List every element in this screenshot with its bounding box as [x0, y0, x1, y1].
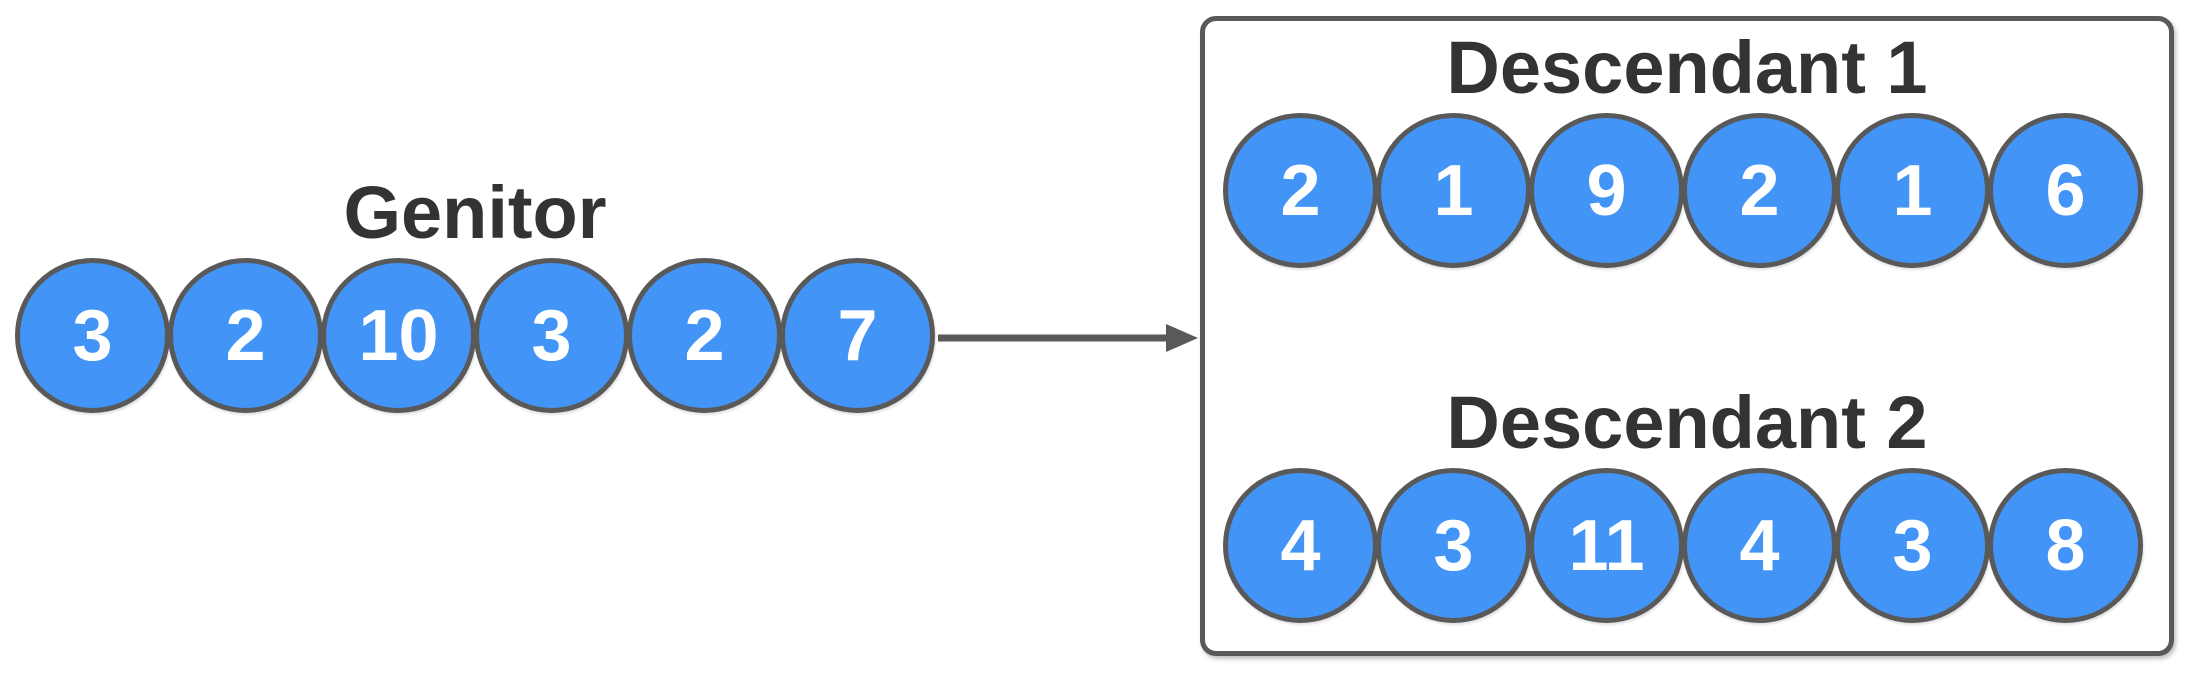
gene-circle: 2 — [168, 258, 323, 413]
gene-circle: 6 — [1988, 113, 2143, 268]
gene-value: 3 — [1433, 505, 1474, 586]
gene-value: 8 — [2045, 505, 2086, 586]
gene-circle: 1 — [1835, 113, 1990, 268]
gene-circle: 4 — [1682, 468, 1837, 623]
gene-value: 2 — [225, 295, 266, 376]
gene-circle: 2 — [1682, 113, 1837, 268]
gene-value: 4 — [1280, 505, 1321, 586]
gene-circle: 2 — [627, 258, 782, 413]
gene-circle: 11 — [1529, 468, 1684, 623]
gene-circle: 8 — [1988, 468, 2143, 623]
gene-circle: 3 — [1376, 468, 1531, 623]
gene-value: 2 — [684, 295, 725, 376]
gene-circle: 4 — [1223, 468, 1378, 623]
gene-value: 9 — [1586, 150, 1627, 231]
gene-circle: 10 — [321, 258, 476, 413]
gene-value: 2 — [1739, 150, 1780, 231]
descendant2-label: Descendant 2 — [1446, 381, 1928, 464]
gene-circle: 3 — [1835, 468, 1990, 623]
gene-circle: 3 — [15, 258, 170, 413]
gene-value: 4 — [1739, 505, 1780, 586]
descendants-box: Descendant 1 2 1 9 2 1 6 Descendant 2 — [1200, 16, 2174, 656]
gene-circle: 3 — [474, 258, 629, 413]
gene-value: 3 — [531, 295, 572, 376]
gene-circle: 1 — [1376, 113, 1531, 268]
gene-value: 7 — [837, 295, 878, 376]
gene-value: 1 — [1433, 150, 1474, 231]
descendant1-label: Descendant 1 — [1446, 26, 1928, 109]
gene-value: 10 — [358, 295, 439, 376]
gene-value: 3 — [1892, 505, 1933, 586]
gene-value: 3 — [72, 295, 113, 376]
gene-value: 11 — [1568, 505, 1645, 586]
gene-value: 1 — [1892, 150, 1933, 231]
gene-circle: 9 — [1529, 113, 1684, 268]
descendant1-gene-row: 2 1 9 2 1 6 — [1223, 113, 2143, 268]
descendant2-gene-row: 4 3 11 4 3 8 — [1223, 468, 2143, 623]
right-arrow-icon — [938, 324, 1198, 352]
gene-value: 6 — [2045, 150, 2086, 231]
genitor-label: Genitor — [343, 171, 607, 254]
genitor-gene-row: 3 2 10 3 2 7 — [15, 258, 935, 413]
gene-circle: 2 — [1223, 113, 1378, 268]
gene-value: 2 — [1280, 150, 1321, 231]
gene-circle: 7 — [780, 258, 935, 413]
